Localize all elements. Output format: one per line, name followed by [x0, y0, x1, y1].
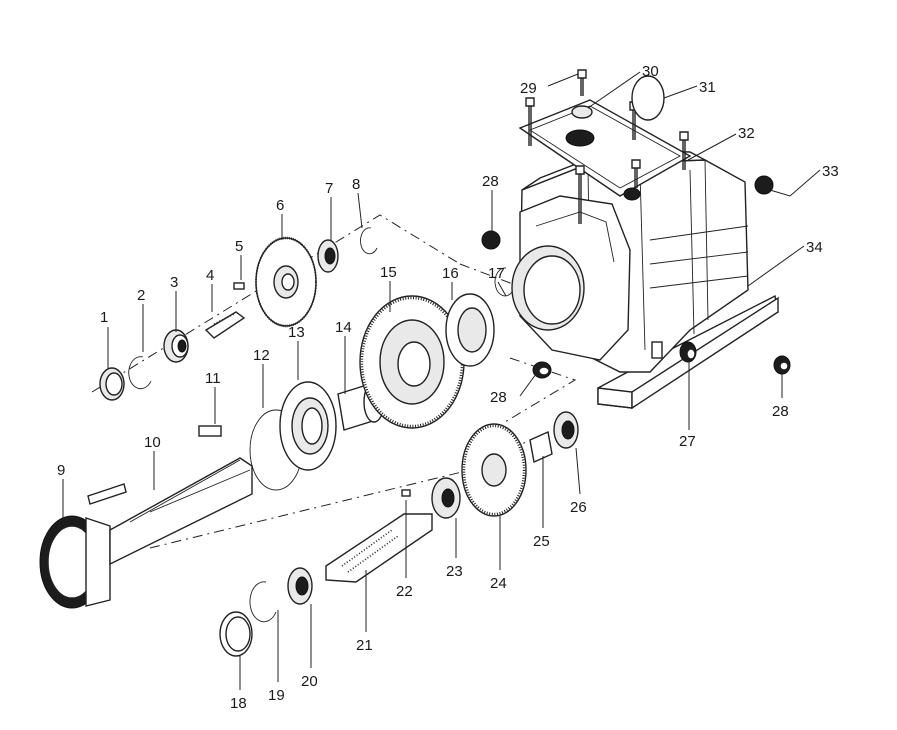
output-shaft-parts [39, 381, 385, 609]
part-label-7: 7 [325, 180, 333, 197]
main-gear-assembly [359, 267, 513, 429]
part-label-6: 6 [276, 197, 284, 214]
part-label-9: 9 [57, 462, 65, 479]
part-label-3: 3 [170, 274, 178, 291]
part-label-17: 17 [488, 265, 505, 282]
part-labels: 1 2 3 4 5 6 7 8 9 10 11 12 13 14 15 16 1… [57, 63, 839, 712]
part-label-22: 22 [396, 583, 413, 600]
part-label-19: 19 [268, 687, 285, 704]
part-label-21: 21 [356, 637, 373, 654]
gearbox-housing [511, 99, 779, 410]
part-label-24: 24 [490, 575, 507, 592]
part-label-32: 32 [738, 125, 755, 142]
part-label-29: 29 [520, 80, 537, 97]
part-label-4: 4 [206, 267, 214, 284]
part-label-28b: 28 [490, 389, 507, 406]
part-label-14: 14 [335, 319, 352, 336]
part-label-27: 27 [679, 433, 696, 450]
part-label-12: 12 [253, 347, 270, 364]
oil-plugs [481, 175, 791, 379]
part-label-18: 18 [230, 695, 247, 712]
input-shaft-parts [99, 227, 378, 401]
part-label-33: 33 [822, 163, 839, 180]
part-label-28a: 28 [482, 173, 499, 190]
part-label-23: 23 [446, 563, 463, 580]
pinion-shaft-parts [219, 411, 579, 657]
part-label-16: 16 [442, 265, 459, 282]
part-label-1: 1 [100, 309, 108, 326]
part-label-15: 15 [380, 264, 397, 281]
leader-lines [62, 71, 821, 690]
part-label-25: 25 [533, 533, 550, 550]
part-label-34: 34 [806, 239, 823, 256]
part-label-31: 31 [699, 79, 716, 96]
part-label-10: 10 [144, 434, 161, 451]
part-label-30: 30 [642, 63, 659, 80]
part-label-28c: 28 [772, 403, 789, 420]
part-label-5: 5 [235, 238, 243, 255]
part-label-8: 8 [352, 176, 360, 193]
top-fasteners [525, 69, 689, 224]
part-label-11: 11 [205, 370, 221, 387]
part-label-20: 20 [301, 673, 318, 690]
part-label-13: 13 [288, 324, 305, 341]
part-label-2: 2 [137, 287, 145, 304]
part-label-26: 26 [570, 499, 587, 516]
